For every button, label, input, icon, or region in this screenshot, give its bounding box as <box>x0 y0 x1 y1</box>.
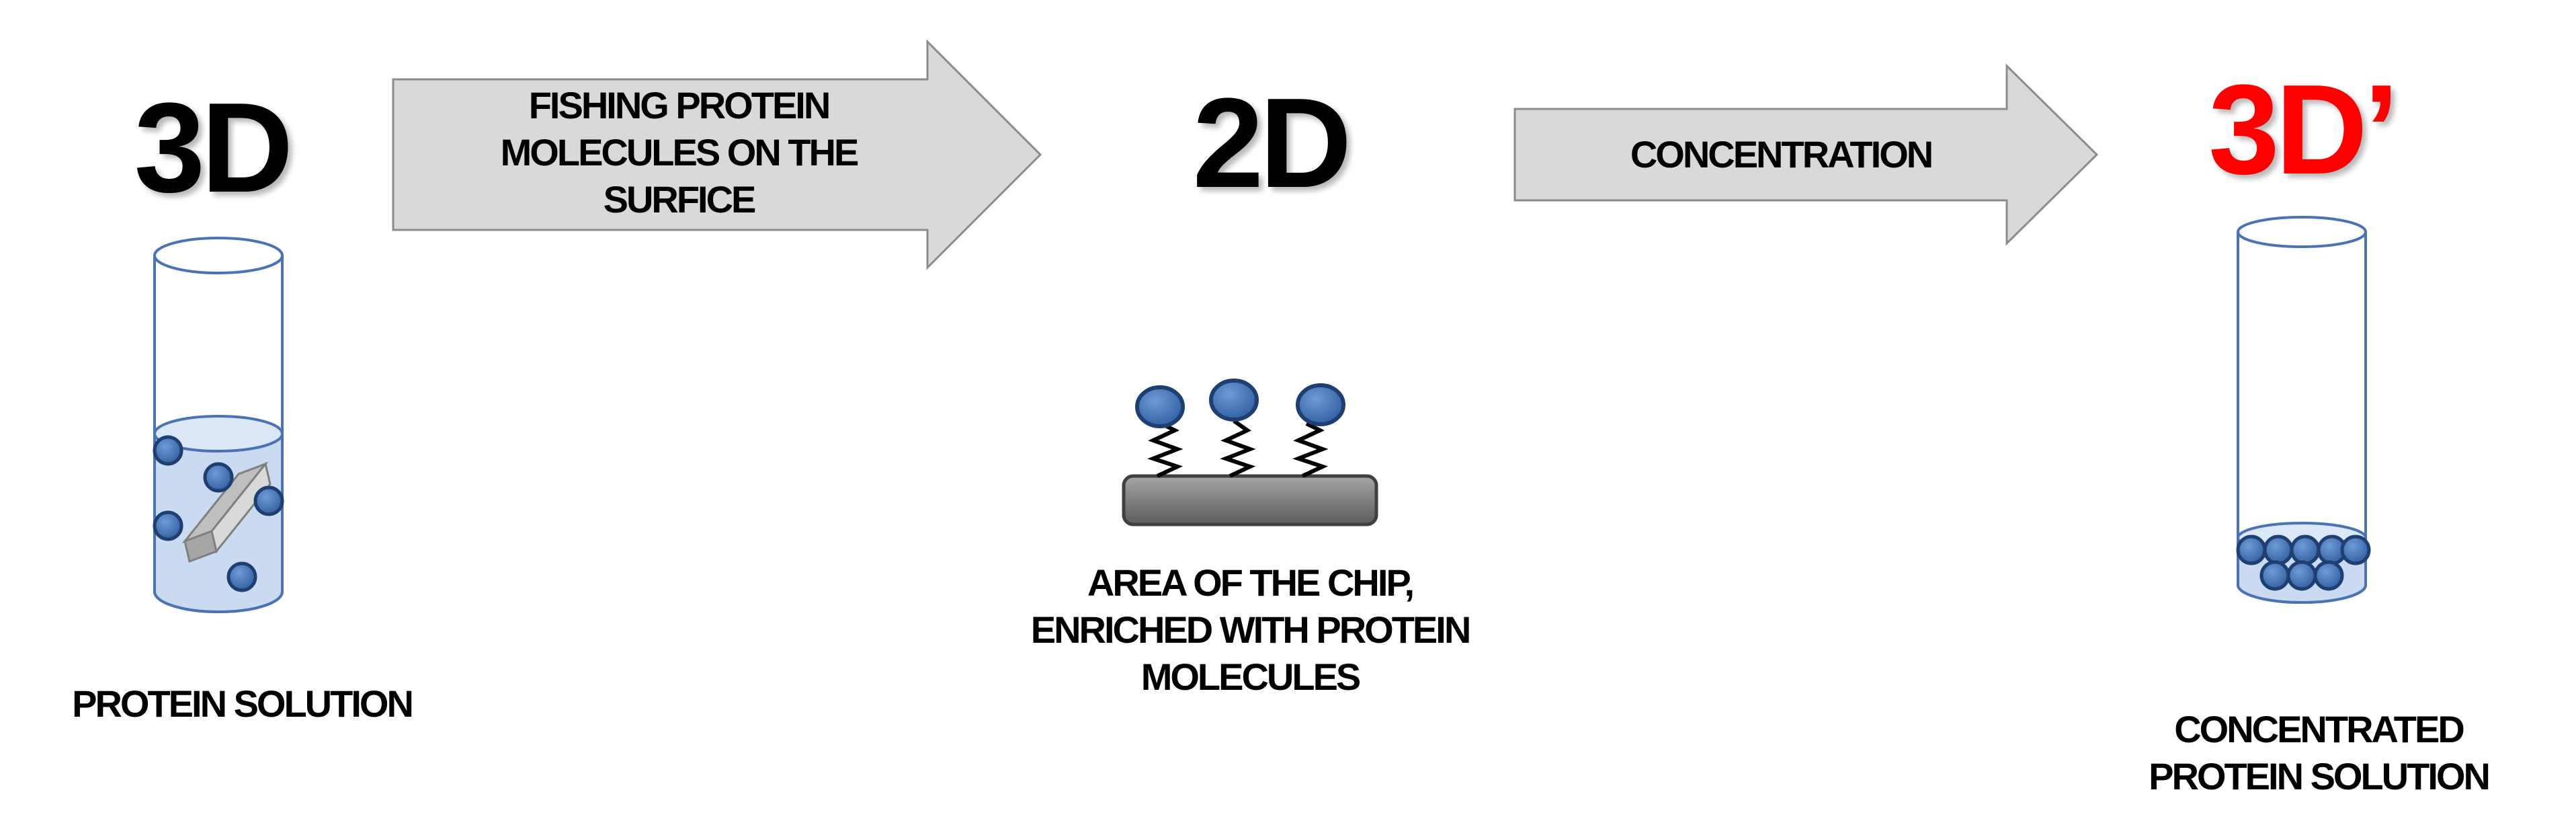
protein-solution-tube <box>153 237 284 613</box>
protein-molecule <box>2259 560 2290 591</box>
protein-molecule <box>2313 560 2344 591</box>
fishing-arrow-label: FISHING PROTEIN MOLECULES ON THE SURFICE <box>417 82 941 223</box>
fishing-arrow-label-line: SURFICE <box>603 178 757 221</box>
concentration-arrow-label: CONCENTRATION <box>1630 133 1934 175</box>
protein-molecule <box>1296 383 1345 426</box>
protein-molecule <box>153 510 183 541</box>
chip-caption-line: AREA OF THE CHIP, <box>1087 561 1415 604</box>
concentrated-caption-line: CONCENTRATED <box>2174 708 2465 750</box>
protein-molecule <box>2286 560 2317 591</box>
concentrated-solution-tube <box>2236 216 2371 604</box>
protein-solution-caption: PROTEIN SOLUTION <box>72 682 414 725</box>
protein-molecule <box>2340 535 2371 565</box>
protein-molecule <box>2263 535 2294 565</box>
stage-heading-3d-prime: 3D’ <box>2208 58 2399 201</box>
concentrated-solution-caption: CONCENTRATED PROTEIN SOLUTION <box>2117 706 2520 800</box>
chip-caption-line: ENRICHED WITH PROTEIN <box>1030 608 1472 651</box>
linker-spring <box>1147 422 1183 478</box>
protein-molecule <box>1135 385 1185 428</box>
concentrated-caption-line: PROTEIN SOLUTION <box>2149 755 2491 797</box>
protein-molecule <box>226 561 257 592</box>
linker-spring <box>1220 419 1256 478</box>
linker-spring <box>1292 422 1329 478</box>
chip-surface <box>1122 379 1378 526</box>
protein-molecule <box>203 462 234 493</box>
stir-bar <box>181 461 272 563</box>
protein-molecule <box>2236 535 2267 565</box>
fishing-arrow <box>392 39 1042 270</box>
fishing-arrow-label-line: FISHING PROTEIN <box>528 84 831 126</box>
stage-heading-2d: 2D <box>1192 72 1352 214</box>
protein-molecule <box>2290 535 2321 565</box>
chip-caption: AREA OF THE CHIP, ENRICHED WITH PROTEIN … <box>981 559 1519 701</box>
concentration-arrow <box>1513 63 2099 246</box>
protein-molecule <box>153 435 183 466</box>
protein-molecule <box>253 485 284 516</box>
stage-heading-3d: 3D <box>134 77 294 219</box>
protein-molecule <box>1209 379 1259 422</box>
chip-caption-line: MOLECULES <box>1140 656 1362 698</box>
fishing-arrow-label-line: MOLECULES ON THE <box>500 131 860 173</box>
